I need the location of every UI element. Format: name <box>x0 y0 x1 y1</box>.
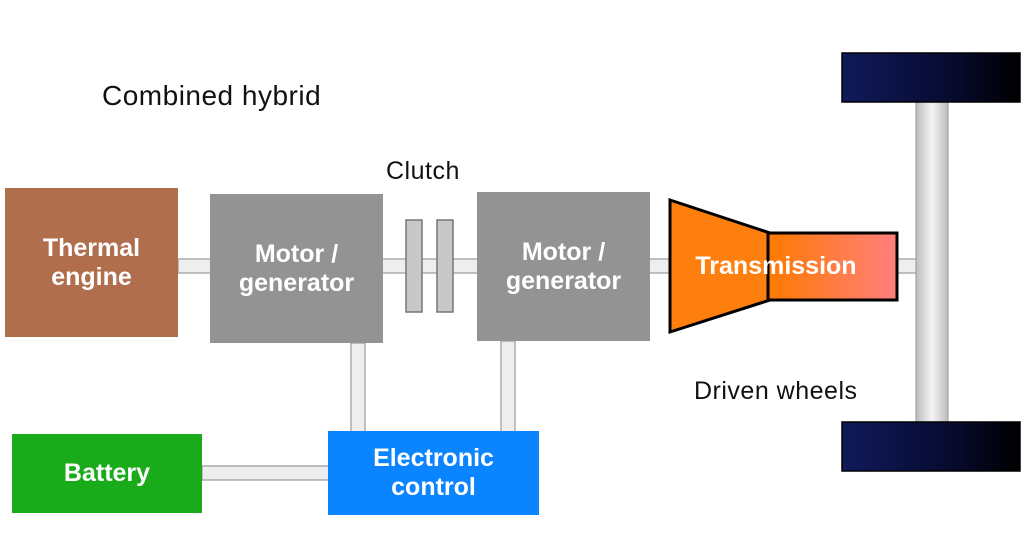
diagram-title: Combined hybrid <box>102 80 322 111</box>
shaft-motor-to-transmission <box>648 258 672 274</box>
shaft-clutch-to-motor <box>451 258 479 274</box>
driven-wheels-label: Driven wheels <box>694 377 858 405</box>
motor-generator-box-2: Motor / generator <box>477 192 650 341</box>
wheel-top <box>841 52 1021 103</box>
wheel-bottom <box>841 421 1021 472</box>
axle <box>915 99 949 425</box>
wire-motor2-to-control <box>500 340 516 433</box>
shaft-transmission-to-axle <box>895 258 919 274</box>
thermal-engine-box: Thermal engine <box>5 188 178 337</box>
wire-battery-to-control <box>201 465 331 481</box>
transmission-label: Transmission <box>695 251 857 280</box>
motor-generator-box-1: Motor / generator <box>210 194 383 343</box>
clutch-label: Clutch <box>386 157 460 185</box>
shaft-motor-to-clutch <box>381 258 409 274</box>
shaft-engine-to-motor <box>177 258 213 274</box>
clutch-plate-right <box>436 219 454 313</box>
battery-box: Battery <box>12 434 202 513</box>
transmission-body <box>766 231 899 302</box>
electronic-control-box: Electronic control <box>328 431 539 515</box>
clutch-plate-left <box>405 219 423 313</box>
wire-motor1-to-control <box>350 342 366 433</box>
